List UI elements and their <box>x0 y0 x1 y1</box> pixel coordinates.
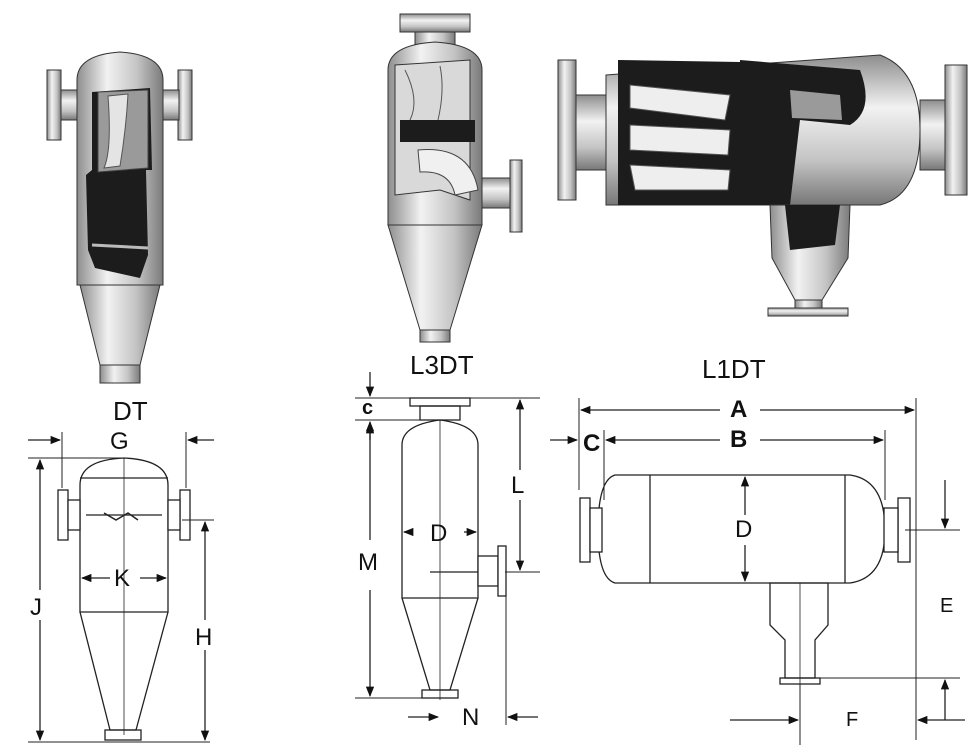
l3dt-dimension-l: L <box>511 472 525 499</box>
l1dt-dimension-b: B <box>730 426 748 453</box>
l3dt-model-label: L3DT <box>410 350 474 380</box>
l1dt-illustration <box>557 54 968 317</box>
dt-dimension-g: G <box>110 428 129 455</box>
l1dt-dimension-e: E <box>940 595 954 617</box>
dt-dimension-j: J <box>30 594 42 621</box>
l1dt-dimension-c: C <box>583 430 601 457</box>
dt-illustration <box>46 51 193 384</box>
dt-dimension-h: H <box>195 624 213 651</box>
l3dt-dimension-drawing <box>355 372 540 725</box>
l1dt-dimension-drawing <box>550 398 965 745</box>
l1dt-dimension-f: F <box>846 709 859 731</box>
l1dt-model-label: L1DT <box>702 354 766 384</box>
l1dt-dimension-a: A <box>730 396 748 423</box>
l3dt-dimension-m: M <box>358 549 378 576</box>
l3dt-dimension-d: D <box>430 520 448 547</box>
l3dt-dimension-c: c <box>362 397 374 419</box>
l3dt-illustration <box>387 13 523 343</box>
l1dt-dimension-d: D <box>735 516 753 543</box>
dt-dimension-k: K <box>114 565 131 592</box>
dt-model-label: DT <box>113 396 148 426</box>
dt-dimension-drawing <box>28 432 214 743</box>
l3dt-dimension-n: N <box>462 704 480 731</box>
